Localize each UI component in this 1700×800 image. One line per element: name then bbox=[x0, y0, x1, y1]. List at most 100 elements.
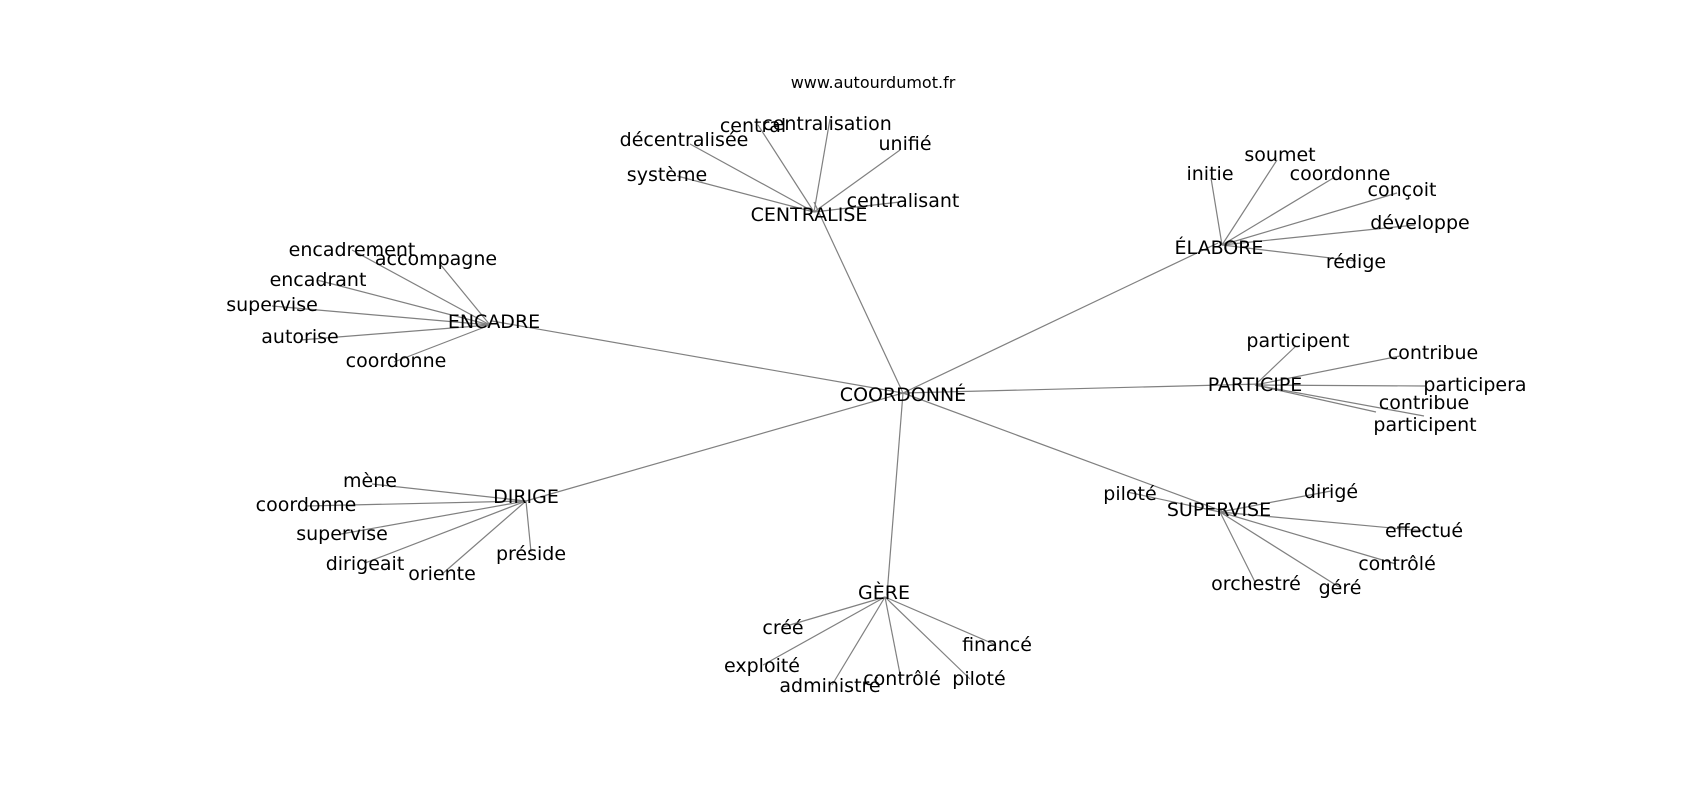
word-node[interactable]: dirigé bbox=[1304, 481, 1358, 503]
word-node[interactable]: soumet bbox=[1244, 144, 1315, 166]
hub-supervise[interactable]: SUPERVISE bbox=[1167, 499, 1271, 521]
word-node[interactable]: système bbox=[627, 164, 707, 186]
edge-elabore-word bbox=[1221, 192, 1398, 246]
edge-supervise-word bbox=[1219, 511, 1425, 532]
edge-gere-word bbox=[831, 596, 886, 686]
word-node[interactable]: décentralisée bbox=[620, 129, 749, 151]
word-node[interactable]: participent bbox=[1246, 330, 1349, 352]
hub-encadre[interactable]: ENCADRE bbox=[448, 311, 540, 333]
hub-elabore[interactable]: ÉLABORE bbox=[1175, 236, 1264, 259]
edge-centralise-word bbox=[757, 124, 815, 213]
edge-supervise-word bbox=[1219, 511, 1397, 565]
word-node[interactable]: autorise bbox=[261, 326, 338, 348]
word-node[interactable]: centralisation bbox=[762, 113, 892, 135]
word-node[interactable]: administré bbox=[779, 675, 880, 697]
source-label[interactable]: www.autourdumot.fr bbox=[791, 73, 956, 92]
edge-supervise-word bbox=[1126, 491, 1221, 513]
edge-participe-word bbox=[1254, 355, 1401, 386]
word-node[interactable]: oriente bbox=[408, 563, 476, 585]
word-node[interactable]: contribue bbox=[1379, 392, 1469, 414]
hub-participe[interactable]: PARTICIPE bbox=[1208, 374, 1303, 396]
hub-dirige[interactable]: DIRIGE bbox=[493, 486, 559, 508]
word-node[interactable]: orchestré bbox=[1211, 573, 1301, 595]
word-node[interactable]: contrôlé bbox=[1358, 553, 1436, 575]
edge-dirige-word bbox=[371, 483, 527, 502]
edge-center-gere bbox=[886, 392, 904, 596]
hub-gere[interactable]: GÈRE bbox=[858, 581, 910, 604]
edge-centralise-word bbox=[813, 149, 901, 213]
word-node[interactable]: exploité bbox=[724, 655, 800, 677]
edge-center-elabore bbox=[902, 242, 1219, 394]
edge-supervise-word bbox=[1219, 490, 1332, 513]
edge-center-dirige bbox=[525, 392, 904, 502]
edge-supervise-word bbox=[1219, 511, 1340, 588]
edge-gere-word bbox=[884, 596, 971, 680]
word-node[interactable]: participent bbox=[1373, 414, 1476, 436]
edge-participe-word bbox=[1254, 384, 1425, 417]
edge-elabore-word bbox=[1221, 224, 1416, 246]
edge-gere-word bbox=[884, 596, 997, 646]
edge-dirige-word bbox=[364, 500, 527, 564]
word-node[interactable]: piloté bbox=[952, 668, 1005, 690]
word-node[interactable]: financé bbox=[962, 634, 1032, 656]
word-node[interactable]: coordonne bbox=[256, 494, 357, 516]
edge-elabore-word bbox=[1221, 159, 1278, 246]
word-node[interactable]: contrôlé bbox=[863, 668, 941, 690]
word-node[interactable]: initie bbox=[1186, 163, 1233, 185]
word-node[interactable]: coordonne bbox=[346, 350, 447, 372]
edge-dirige-word bbox=[305, 500, 527, 507]
edge-encadre-word bbox=[351, 249, 491, 326]
word-node[interactable]: supervise bbox=[226, 294, 318, 316]
word-node[interactable]: rédige bbox=[1326, 251, 1386, 273]
edge-encadre-word bbox=[299, 324, 491, 341]
edge-dirige-word bbox=[525, 500, 532, 553]
word-node[interactable]: mène bbox=[343, 470, 397, 492]
edge-dirige-word bbox=[340, 500, 527, 535]
center-node[interactable]: COORDONNÉ bbox=[840, 383, 966, 406]
word-node[interactable]: unifié bbox=[878, 133, 931, 155]
edge-elabore-word bbox=[1210, 177, 1223, 246]
edge-center-encadre bbox=[491, 320, 904, 394]
edge-centralise-word bbox=[813, 201, 901, 213]
word-node[interactable]: dirigeait bbox=[326, 553, 405, 575]
word-node[interactable]: effectué bbox=[1385, 520, 1463, 542]
edge-gere-word bbox=[782, 596, 886, 628]
word-node[interactable]: créé bbox=[762, 617, 803, 639]
edge-participe-word bbox=[1254, 345, 1297, 386]
word-node[interactable]: encadrement bbox=[289, 239, 416, 261]
word-node[interactable]: piloté bbox=[1103, 483, 1156, 505]
edge-elabore-word bbox=[1221, 176, 1336, 246]
edge-dirige-word bbox=[440, 500, 527, 576]
word-node[interactable]: conçoit bbox=[1368, 179, 1437, 201]
edge-encadre-word bbox=[439, 263, 491, 326]
edge-encadre-word bbox=[271, 305, 491, 326]
word-node[interactable]: supervise bbox=[296, 523, 388, 545]
edge-gere-word bbox=[884, 596, 902, 680]
labels: www.autourdumot.fr COORDONNÉ CENTRALISE … bbox=[226, 73, 1526, 697]
word-node[interactable]: contribue bbox=[1388, 342, 1478, 364]
word-node[interactable]: coordonne bbox=[1290, 163, 1391, 185]
edge-elabore-word bbox=[1221, 244, 1357, 262]
edge-centralise-word bbox=[689, 143, 815, 213]
edge-centralise-word bbox=[676, 175, 815, 213]
word-node[interactable]: participera bbox=[1423, 374, 1526, 396]
edge-gere-word bbox=[762, 596, 886, 666]
hub-centralise[interactable]: CENTRALISE bbox=[751, 204, 868, 226]
word-node[interactable]: centralisant bbox=[847, 190, 960, 212]
word-node[interactable]: préside bbox=[496, 543, 566, 565]
edge-centralise-word bbox=[813, 118, 831, 213]
word-node[interactable]: central bbox=[720, 115, 786, 137]
word-node[interactable]: encadrant bbox=[270, 269, 367, 291]
edge-center-supervise bbox=[902, 392, 1223, 512]
edge-participe-word bbox=[1254, 384, 1426, 387]
edges bbox=[271, 118, 1426, 686]
edge-participe-word bbox=[1254, 384, 1377, 413]
word-node[interactable]: géré bbox=[1319, 577, 1362, 599]
word-node[interactable]: accompagne bbox=[375, 248, 497, 270]
edge-center-participe bbox=[902, 383, 1263, 394]
edge-encadre-word bbox=[316, 279, 491, 326]
word-node[interactable]: développe bbox=[1370, 212, 1469, 234]
edge-supervise-word bbox=[1219, 511, 1256, 583]
edge-center-centralise bbox=[813, 201, 904, 394]
